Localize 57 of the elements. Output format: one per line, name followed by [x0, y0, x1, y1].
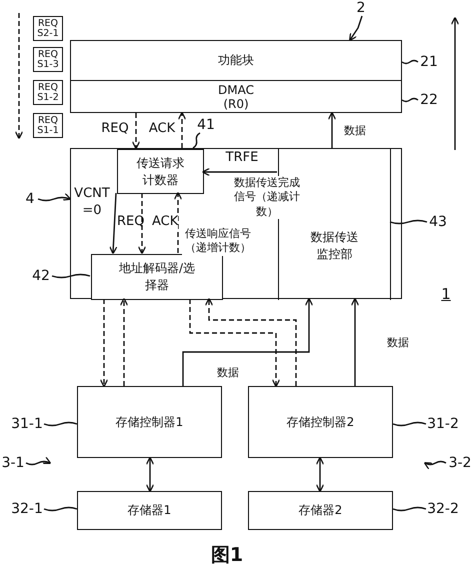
reference-numeral: 1	[441, 285, 451, 304]
arrow	[100, 299, 108, 388]
arrow	[348, 16, 363, 42]
request-box: REQ S1-2	[33, 80, 63, 105]
leader-line	[392, 422, 426, 426]
leader-line	[402, 98, 418, 102]
arrow	[204, 298, 297, 386]
reference-numeral: 43	[427, 214, 449, 230]
reference-numeral: 22	[418, 92, 440, 108]
arrow	[138, 193, 146, 254]
reference-numeral: 3-1	[0, 455, 26, 471]
leader-line	[392, 506, 426, 512]
arrow	[146, 456, 154, 492]
leader-line	[192, 132, 200, 149]
arrow	[178, 112, 186, 148]
arrow	[109, 192, 118, 254]
leader-line	[44, 506, 78, 512]
arrow	[182, 298, 314, 386]
leader-line	[44, 422, 78, 426]
block-box: 存储器1	[77, 491, 222, 530]
reference-numeral: 21	[418, 54, 440, 70]
request-box: REQ S2-1	[33, 16, 63, 41]
leader-line	[26, 456, 52, 466]
leader-line	[424, 460, 446, 470]
signal-note: 传送响应信号（递增计数）	[182, 227, 254, 256]
leader-line	[402, 60, 418, 64]
reference-numeral: 31-2	[426, 416, 460, 432]
arrow	[350, 298, 360, 386]
block-box: 存储控制器1	[77, 386, 222, 458]
reference-numeral: 42	[30, 268, 52, 284]
arrow	[328, 112, 336, 148]
arrow	[202, 168, 277, 176]
leader-line	[390, 220, 428, 224]
leader-line	[38, 193, 72, 202]
block-box: 地址解码器/选择器	[91, 254, 223, 300]
block-box: DMAC (R0)	[70, 80, 402, 113]
block-box: 存储器2	[248, 491, 393, 530]
arrow	[174, 192, 182, 253]
reference-numeral: 41	[196, 117, 216, 133]
arrow	[189, 299, 280, 388]
block-box: 传送请求计数器	[117, 149, 204, 194]
reference-numeral: 32-2	[426, 501, 460, 517]
leader-line	[52, 274, 90, 278]
block-box: 功能块	[70, 40, 402, 81]
reference-numeral: 32-1	[10, 501, 44, 517]
arrow	[316, 456, 324, 492]
request-box: REQ S1-1	[33, 113, 63, 138]
arrow	[132, 113, 140, 150]
block-box: 存储控制器2	[248, 386, 393, 458]
arrow	[120, 298, 128, 386]
reference-numeral: 4	[22, 191, 38, 207]
reference-numeral: 31-1	[10, 416, 44, 432]
reference-numeral: 3-2	[446, 455, 474, 471]
request-box: REQ S1-3	[33, 47, 63, 72]
edge-label: ACK	[152, 214, 178, 231]
reference-numeral: 2	[354, 0, 368, 16]
signal-note: 数据传送完成信号（递减计数）	[233, 176, 301, 219]
